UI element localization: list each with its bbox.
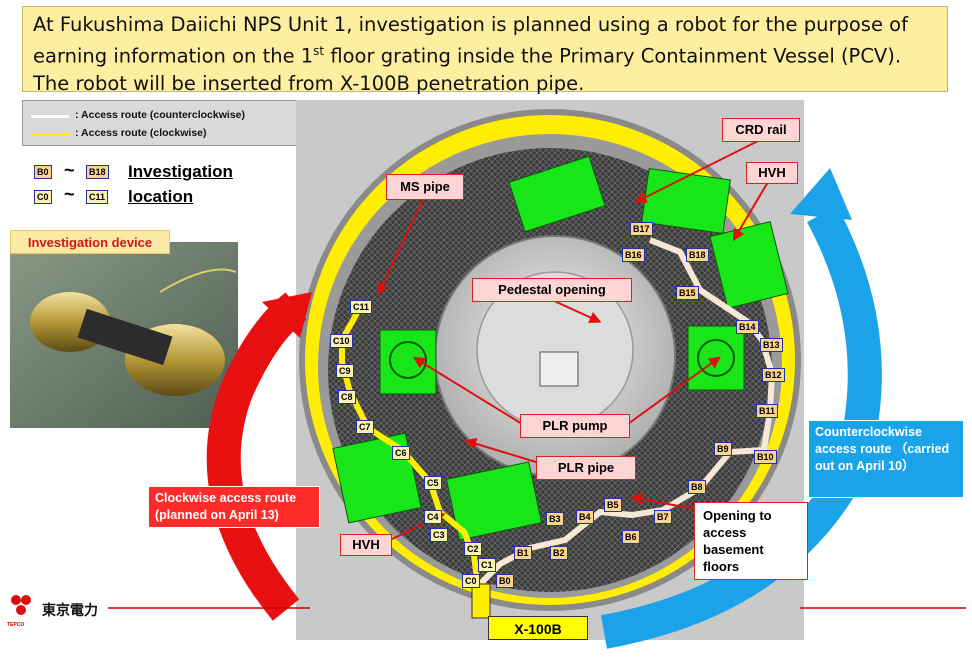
callout-plr-pump: PLR pump — [520, 414, 630, 438]
tag-b9: B9 — [714, 442, 732, 456]
clockwise-arrowhead — [262, 292, 312, 338]
tag-b15: B15 — [676, 286, 699, 300]
callout-crd-rail: CRD rail — [722, 118, 800, 142]
tag-c8: C8 — [338, 390, 356, 404]
legend-ccw-swatch — [31, 115, 69, 118]
tag-c1: C1 — [478, 558, 496, 572]
robot-photo — [10, 242, 238, 428]
counterclockwise-route-label: Counterclockwise access route （carried o… — [808, 420, 964, 498]
pointer-pedestal — [551, 299, 602, 323]
tag-c10: C10 — [330, 334, 353, 348]
clockwise-arrow — [206, 292, 307, 621]
pointer-ms-pipe — [377, 197, 425, 296]
investigation-key: B0 ~ B18 Investigation C0 ~ C11 location — [34, 160, 254, 208]
tepco-logo-sub: TEPCO — [7, 622, 25, 628]
equipment-right-pump — [687, 325, 745, 391]
headline-box: At Fukushima Daiichi NPS Unit 1, investi… — [22, 6, 948, 95]
route-legend: : Access route (counterclockwise) : Acce… — [22, 100, 302, 146]
tag-b7: B7 — [654, 510, 672, 524]
tag-c11: C11 — [350, 300, 373, 314]
tag-b6: B6 — [622, 530, 640, 544]
equipment-top-left — [508, 155, 606, 233]
equipment-bottom-center — [445, 461, 543, 541]
pointer-plr-pump-left — [412, 356, 523, 425]
tag-b12: B12 — [762, 368, 785, 382]
key-c-end: C11 — [86, 190, 109, 204]
pointer-opening — [630, 493, 701, 511]
clockwise-route-label: Clockwise access route (planned on April… — [148, 486, 320, 528]
tag-c6: C6 — [392, 446, 410, 460]
tag-b8: B8 — [688, 480, 706, 494]
key-b-start: B0 — [34, 165, 52, 179]
tag-c0: C0 — [462, 574, 480, 588]
tag-c5: C5 — [424, 476, 442, 490]
tag-b10: B10 — [754, 450, 777, 464]
tag-b4: B4 — [576, 510, 594, 524]
tepco-logo-icon — [11, 595, 31, 615]
key-b-end: B18 — [86, 165, 109, 179]
tag-b18: B18 — [686, 248, 709, 262]
legend-cw-swatch — [31, 133, 69, 136]
tag-c3: C3 — [430, 528, 448, 542]
pointer-hvh-top — [732, 181, 769, 242]
tag-b5: B5 — [604, 498, 622, 512]
tag-b2: B2 — [550, 546, 568, 560]
pump-right-ring — [697, 339, 735, 377]
x100b-pipe — [471, 583, 491, 619]
tag-b3: B3 — [546, 512, 564, 526]
key-word-location: location — [128, 187, 194, 206]
headline-text-2: floor grating inside the Primary Contain… — [33, 44, 902, 95]
equipment-top-right — [641, 167, 731, 235]
tag-b0: B0 — [496, 574, 514, 588]
key-tilde-2: ~ — [64, 184, 75, 204]
legend-cw-label: : Access route (clockwise) — [75, 127, 207, 139]
callout-pedestal-opening: Pedestal opening — [472, 278, 632, 302]
callout-ms-pipe: MS pipe — [386, 174, 464, 200]
callout-hvh-bottom: HVH — [340, 534, 392, 556]
callout-hvh-top: HVH — [746, 162, 798, 184]
pedestal-block — [539, 351, 579, 387]
tag-b17: B17 — [630, 222, 653, 236]
key-word-investigation: Investigation — [128, 162, 233, 181]
callout-opening-basement: Opening to access basement floors — [694, 502, 808, 580]
pointer-crd-rail — [634, 139, 761, 203]
equipment-left-pump — [379, 329, 437, 395]
tag-c2: C2 — [464, 542, 482, 556]
key-tilde-1: ~ — [64, 160, 75, 180]
tag-c9: C9 — [336, 364, 354, 378]
tag-b1: B1 — [514, 546, 532, 560]
x100b-label: X-100B — [488, 616, 588, 640]
headline-superscript: st — [313, 44, 325, 58]
investigation-device-label: Investigation device — [10, 230, 170, 254]
pointer-plr-pipe — [464, 437, 537, 463]
tepco-logo-text: 東京電力 — [42, 602, 98, 618]
tag-b14: B14 — [736, 320, 759, 334]
legend-ccw-label: : Access route (counterclockwise) — [75, 109, 245, 121]
tag-b16: B16 — [622, 248, 645, 262]
pointer-plr-pump-right — [627, 356, 721, 425]
tag-b13: B13 — [760, 338, 783, 352]
callout-plr-pipe: PLR pipe — [536, 456, 636, 480]
counterclockwise-arrowhead — [790, 168, 852, 220]
tag-b11: B11 — [756, 404, 779, 418]
tag-c7: C7 — [356, 420, 374, 434]
key-c-start: C0 — [34, 190, 52, 204]
headline-text-1: At Fukushima Daiichi NPS Unit 1, investi… — [33, 13, 908, 68]
tag-c4: C4 — [424, 510, 442, 524]
